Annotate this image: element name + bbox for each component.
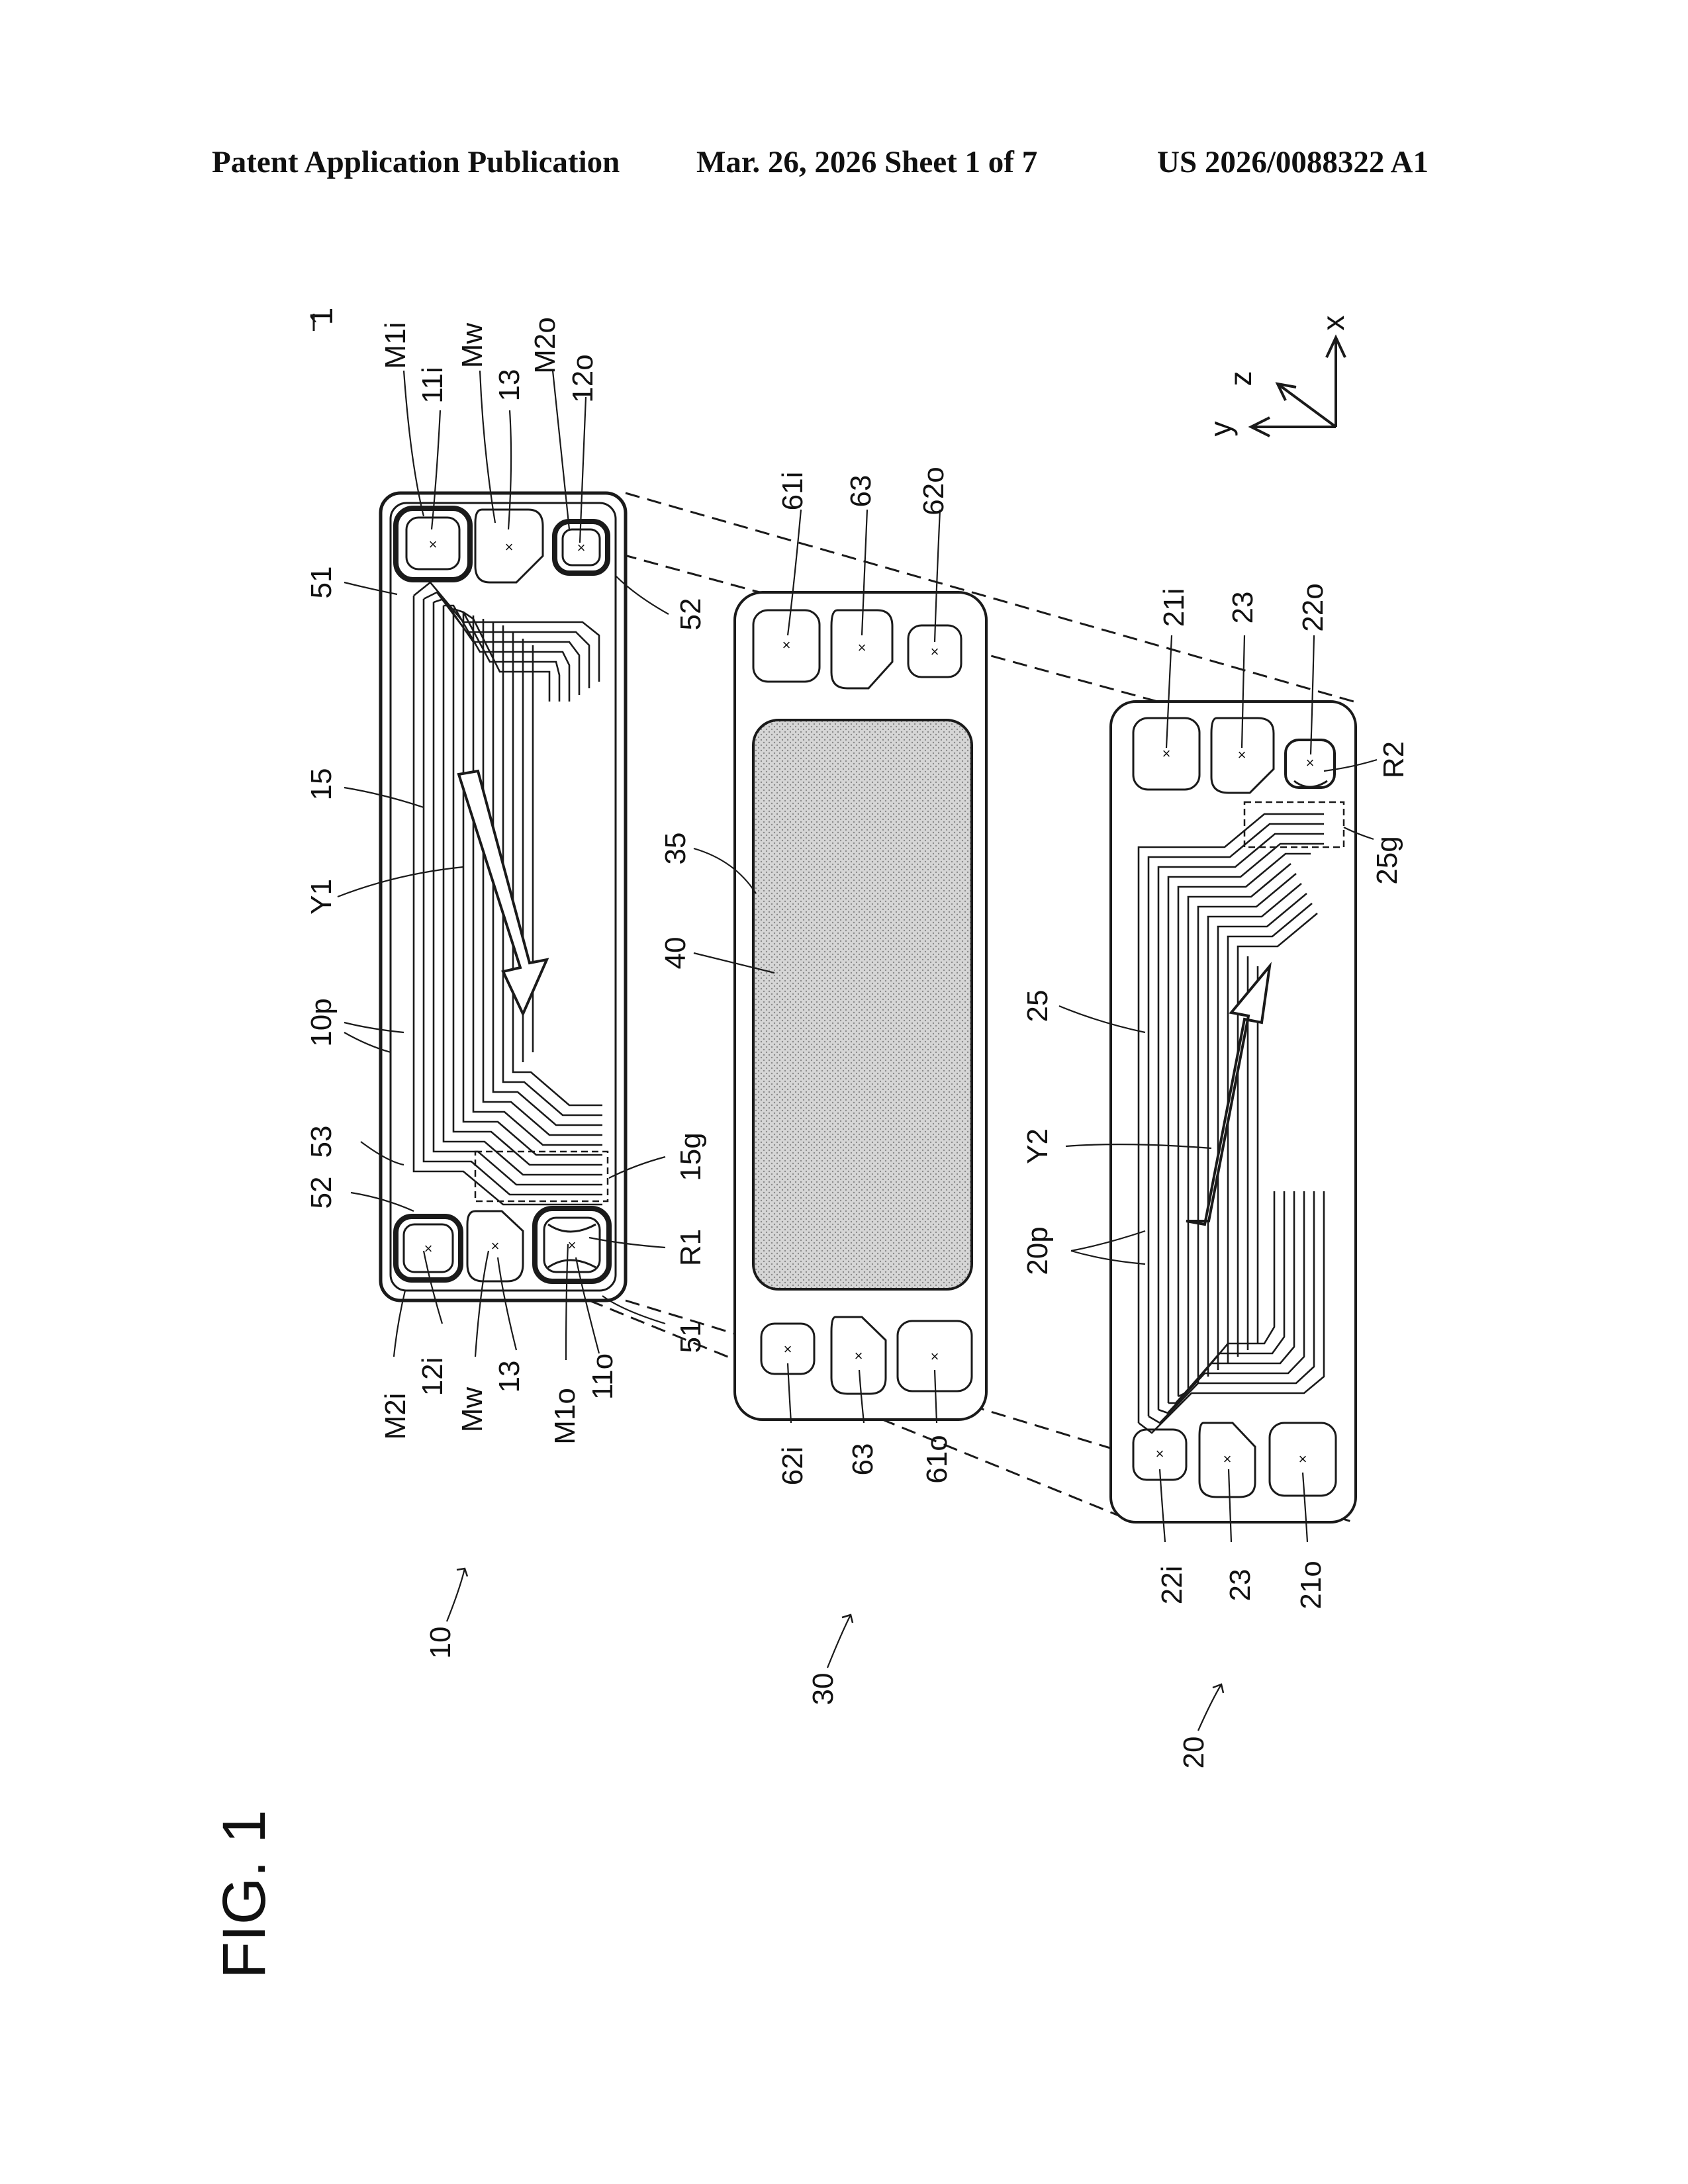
label-M2i: M2i bbox=[379, 1393, 412, 1440]
label-40: 40 bbox=[659, 937, 692, 970]
label-10: 10 bbox=[424, 1627, 457, 1659]
label-25: 25 bbox=[1021, 990, 1054, 1023]
svg-text:×: × bbox=[1306, 754, 1315, 771]
label-52-left: 52 bbox=[305, 1177, 338, 1209]
label-61o: 61o bbox=[921, 1435, 953, 1483]
label-62i: 62i bbox=[776, 1447, 809, 1486]
label-Y1: Y1 bbox=[305, 879, 338, 915]
label-M1o: M1o bbox=[549, 1388, 581, 1445]
axis-x-label: x bbox=[1316, 316, 1350, 331]
plate-30 bbox=[735, 592, 986, 1420]
axes-indicator bbox=[1251, 338, 1345, 436]
label-22o: 22o bbox=[1297, 583, 1329, 631]
label-R2: R2 bbox=[1378, 741, 1410, 778]
label-Y2: Y2 bbox=[1021, 1128, 1054, 1164]
label-51-right: 51 bbox=[675, 1321, 707, 1353]
label-Mw: Mw bbox=[456, 323, 489, 369]
axis-z-label: z bbox=[1223, 371, 1258, 387]
svg-text:×: × bbox=[858, 639, 867, 656]
assembly-ref: 1 bbox=[305, 308, 340, 326]
label-61i: 61i bbox=[776, 472, 809, 511]
label-21o: 21o bbox=[1295, 1561, 1327, 1609]
label-15g: 15g bbox=[675, 1132, 707, 1181]
label-35: 35 bbox=[659, 833, 692, 865]
label-23-bottom: 23 bbox=[1224, 1569, 1256, 1602]
label-20p: 20p bbox=[1021, 1226, 1054, 1275]
label-13-bottom: 13 bbox=[493, 1361, 526, 1393]
axis-y-label: y bbox=[1203, 422, 1238, 437]
plate-20 bbox=[1111, 702, 1356, 1522]
svg-text:×: × bbox=[1238, 747, 1246, 763]
svg-text:×: × bbox=[782, 637, 791, 653]
label-12o: 12o bbox=[567, 354, 599, 402]
label-21i: 21i bbox=[1158, 588, 1190, 627]
label-M1i: M1i bbox=[379, 322, 412, 369]
svg-text:×: × bbox=[429, 536, 438, 553]
label-Mw-bottom: Mw bbox=[456, 1387, 489, 1433]
svg-text:×: × bbox=[1299, 1451, 1307, 1467]
label-53: 53 bbox=[305, 1126, 338, 1158]
label-15: 15 bbox=[305, 768, 338, 801]
label-63-top: 63 bbox=[845, 475, 877, 508]
svg-text:×: × bbox=[931, 643, 939, 660]
svg-text:×: × bbox=[1156, 1445, 1164, 1462]
svg-text:×: × bbox=[568, 1237, 577, 1253]
label-62o: 62o bbox=[917, 467, 950, 515]
label-20: 20 bbox=[1178, 1737, 1210, 1769]
label-52-right: 52 bbox=[675, 598, 707, 631]
label-M2o: M2o bbox=[529, 317, 561, 374]
label-25g: 25g bbox=[1371, 836, 1403, 884]
figure-title: FIG. 1 bbox=[211, 1809, 278, 1979]
label-R1: R1 bbox=[675, 1229, 707, 1266]
label-11i: 11i bbox=[416, 367, 449, 403]
svg-text:×: × bbox=[1223, 1451, 1232, 1467]
svg-text:×: × bbox=[931, 1348, 939, 1365]
label-23-top: 23 bbox=[1227, 592, 1259, 624]
svg-text:×: × bbox=[784, 1341, 792, 1357]
label-30: 30 bbox=[807, 1673, 839, 1706]
svg-text:×: × bbox=[424, 1240, 433, 1257]
label-51-top: 51 bbox=[305, 567, 338, 599]
svg-text:×: × bbox=[491, 1238, 500, 1254]
leader-arrowheads bbox=[457, 1569, 1223, 1693]
label-11o: 11o bbox=[586, 1353, 619, 1400]
label-13: 13 bbox=[493, 369, 526, 402]
label-12i: 12i bbox=[416, 1357, 449, 1396]
svg-text:×: × bbox=[505, 539, 514, 555]
plate-10 bbox=[381, 493, 626, 1300]
svg-text:×: × bbox=[577, 539, 586, 556]
label-10p: 10p bbox=[305, 998, 338, 1046]
label-22i: 22i bbox=[1156, 1566, 1188, 1605]
svg-text:×: × bbox=[855, 1347, 863, 1364]
label-63-bottom: 63 bbox=[847, 1443, 879, 1476]
